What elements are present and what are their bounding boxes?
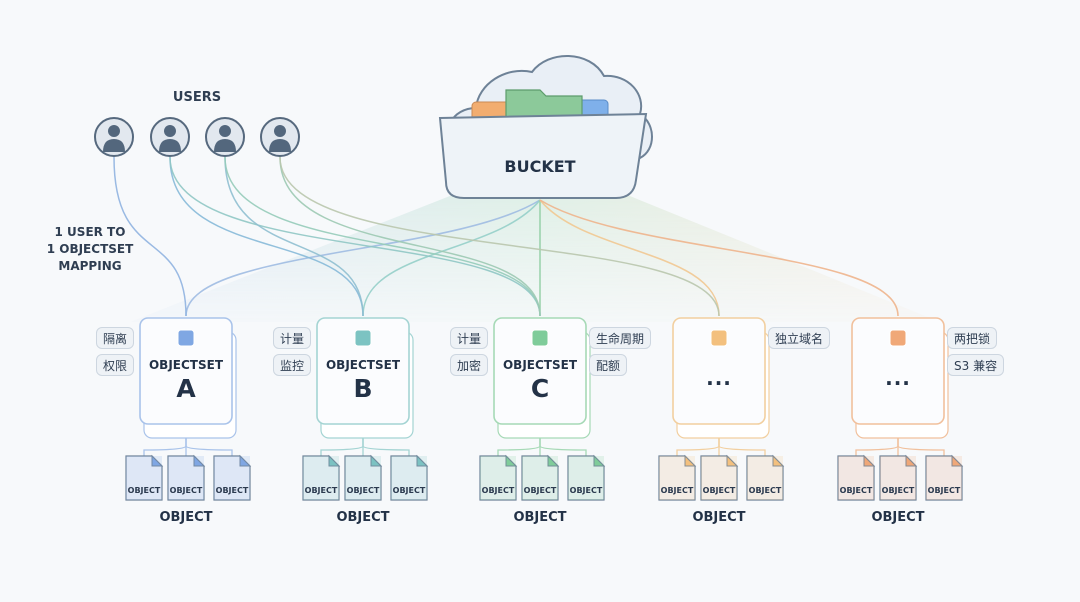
object-group-label: OBJECT [159,510,213,525]
objectset-icon [177,329,195,347]
feature-tag: 权限 [96,354,135,376]
object-doc-icon [390,454,429,501]
objectset-card [493,317,591,439]
feature-tag: 监控 [273,354,312,376]
object-doc-label: OBJECT [127,486,161,495]
object-doc-icon [125,454,164,501]
user-connector [224,156,364,317]
feature-tag: 生命周期 [589,327,652,349]
object-connector [855,438,899,456]
mapping-note-line-3: MAPPING [58,259,122,273]
object-doc-icon [213,454,252,501]
object-group-label: OBJECT [871,510,925,525]
object-doc-label: OBJECT [304,486,338,495]
user-connector [113,156,187,317]
object-doc-label: OBJECT [881,486,915,495]
objectset-card [139,317,237,439]
object-connector [718,438,766,456]
objectset-icon [531,329,549,347]
object-doc-icon [479,454,518,501]
mapping-note-line-1: 1 USER TO [54,225,126,239]
object-doc-icon [521,454,560,501]
object-connector [362,438,410,456]
objectset-title: OBJECTSET [148,358,224,372]
object-doc-icon [567,454,606,501]
object-doc-label: OBJECT [927,486,961,495]
bucket-connector [539,199,720,317]
feature-tag: 隔离 [96,327,135,349]
object-group-label: OBJECT [692,510,746,525]
object-doc-icon [925,454,964,501]
mapping-note: 1 USER TO 1 OBJECTSET MAPPING [40,224,140,275]
object-doc-icon [167,454,206,501]
object-doc-label: OBJECT [346,486,380,495]
objectset-icon [889,329,907,347]
object-doc-label: OBJECT [215,486,249,495]
feature-tag: 计量 [273,327,312,349]
user-connector [169,156,364,317]
object-connector [897,438,945,456]
object-group-label: OBJECT [513,510,567,525]
object-doc-icon [658,454,697,501]
user-avatar-icon [94,117,134,157]
bucket-beam [130,192,940,322]
objectset-ellipsis: ... [885,366,911,390]
users-label: USERS [172,90,222,105]
object-doc-icon [746,454,785,501]
object-doc-label: OBJECT [392,486,426,495]
bucket-label: BUCKET [504,157,576,176]
object-doc-label: OBJECT [748,486,782,495]
user-avatar-icon [205,117,245,157]
object-doc-label: OBJECT [702,486,736,495]
feature-tag: 独立域名 [768,327,831,349]
object-connector [320,438,364,456]
bucket-cloud-icon [438,55,653,199]
object-doc-icon [700,454,739,501]
object-doc-label: OBJECT [481,486,515,495]
feature-tag: 加密 [450,354,489,376]
object-connector [676,438,720,456]
mapping-note-line-2: 1 OBJECTSET [46,242,134,256]
object-doc-icon [302,454,341,501]
object-connector [497,438,541,456]
object-connector [539,438,587,456]
object-doc-label: OBJECT [569,486,603,495]
object-group-label: OBJECT [336,510,390,525]
feature-tag: 配额 [589,354,628,376]
bucket-connector [539,199,899,317]
objectset-title: OBJECTSET [502,358,578,372]
user-connector [224,156,541,317]
user-connector [169,156,541,317]
object-doc-icon [837,454,876,501]
objectset-letter: C [530,374,550,403]
objectset-card [672,317,770,439]
user-avatar-icon [260,117,300,157]
objectset-icon [710,329,728,347]
user-connector [279,156,720,317]
object-doc-label: OBJECT [523,486,557,495]
bucket-connector [185,199,541,317]
feature-tag: 两把锁 [947,327,998,349]
objectset-ellipsis: ... [706,366,732,390]
object-doc-label: OBJECT [839,486,873,495]
objectset-card [316,317,414,439]
objectset-letter: B [353,374,373,403]
bucket-tray [438,112,648,199]
object-doc-icon [879,454,918,501]
object-doc-label: OBJECT [660,486,694,495]
object-doc-label: OBJECT [169,486,203,495]
user-avatar-icon [150,117,190,157]
objectset-title: OBJECTSET [325,358,401,372]
object-doc-icon [344,454,383,501]
feature-tag: S3 兼容 [947,354,1005,376]
object-connector [185,438,233,456]
objectset-letter: A [176,374,196,403]
object-connector [143,438,187,456]
feature-tag: 计量 [450,327,489,349]
objectset-card [851,317,949,439]
objectset-icon [354,329,372,347]
user-connector [279,156,541,317]
